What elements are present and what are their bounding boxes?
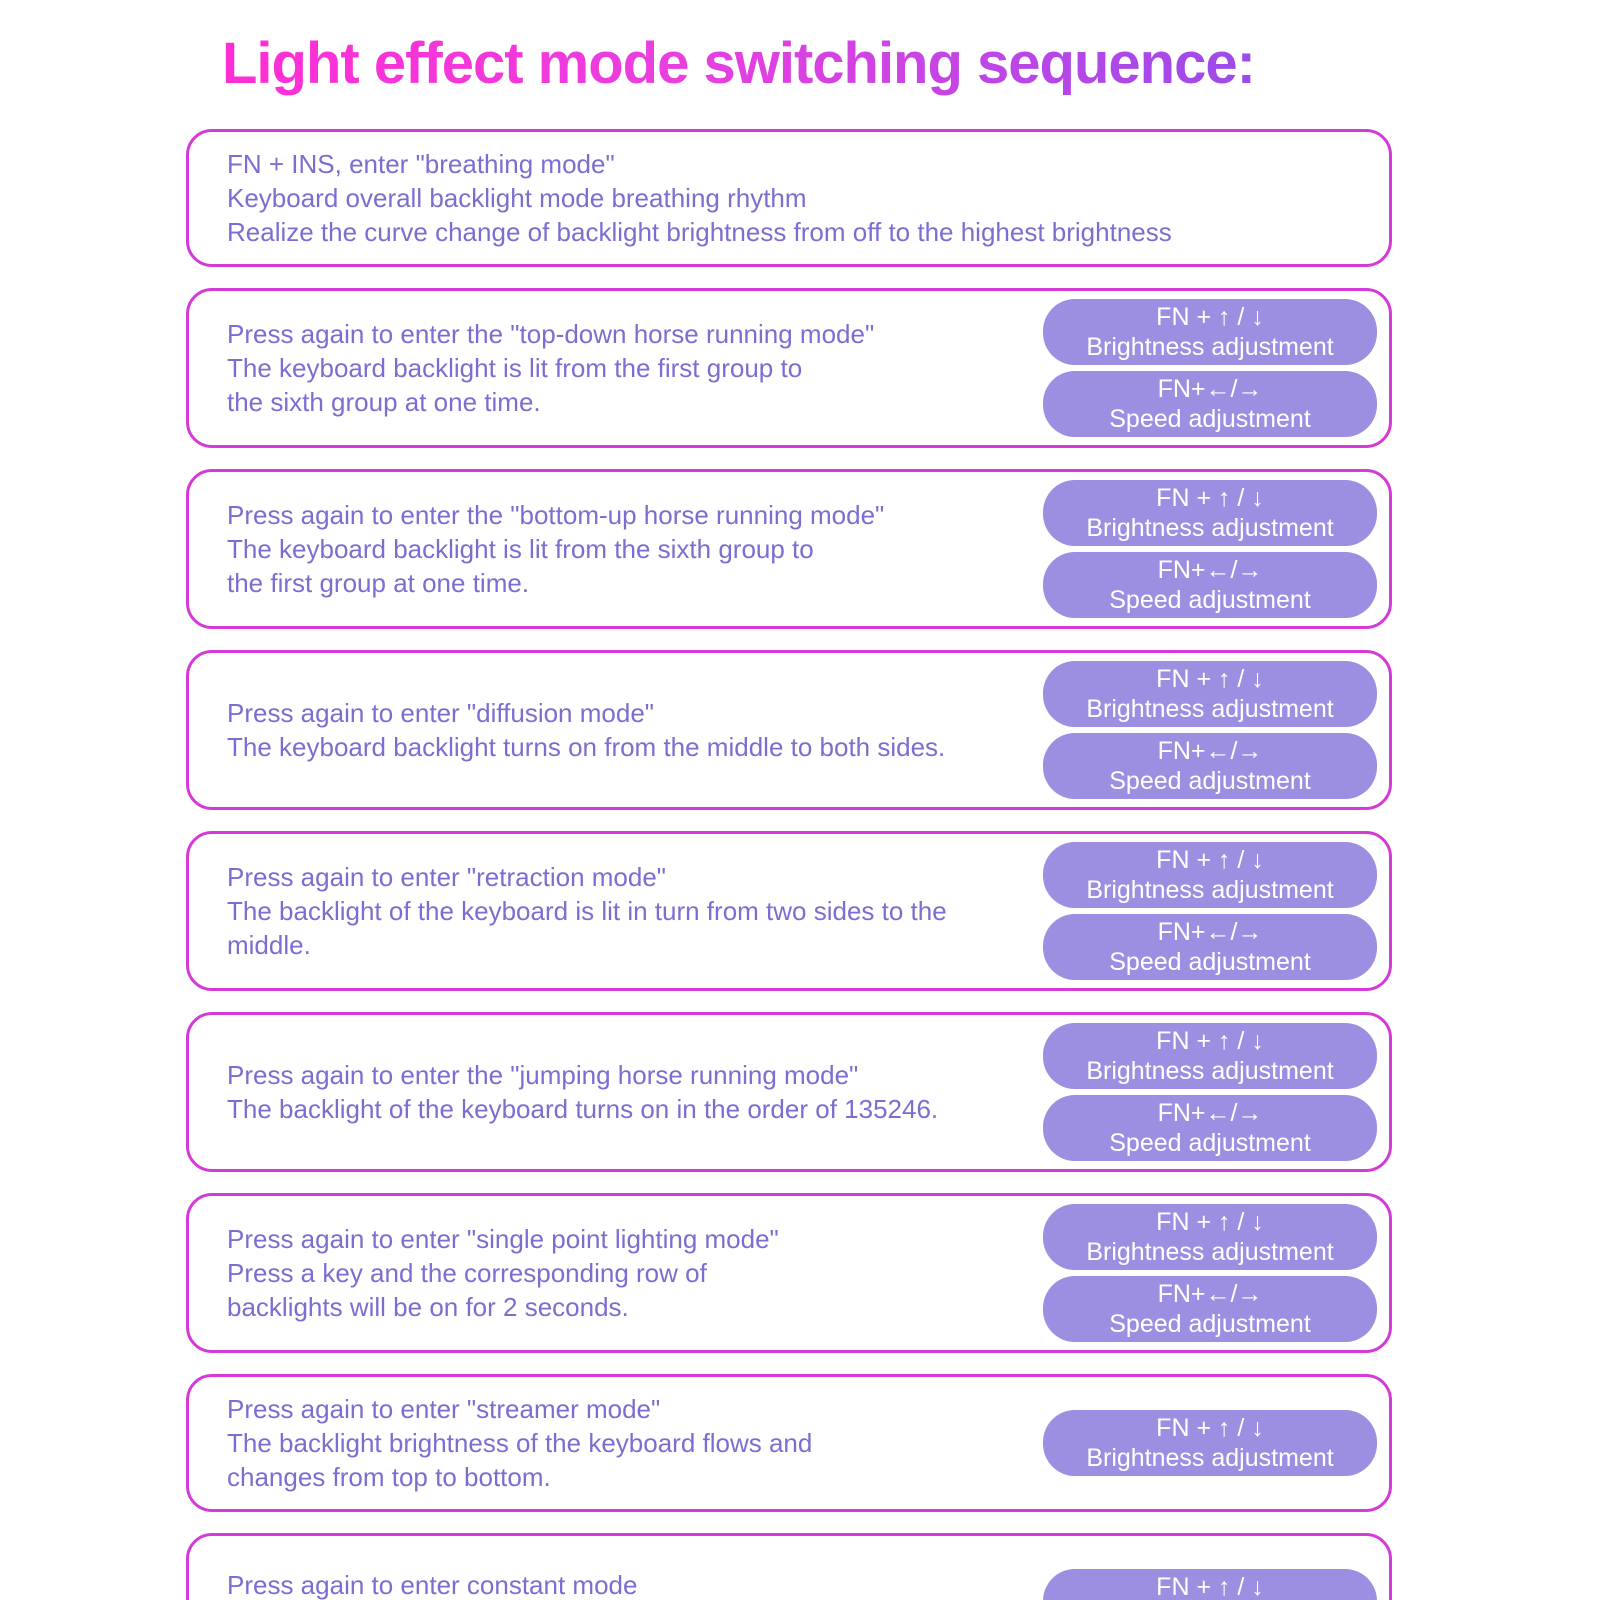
badge-column: FN + ↑ / ↓ Brightness adjustment FN+←/→ …	[1043, 661, 1377, 799]
mode-text-line: FN + INS, enter "breathing mode"	[227, 149, 615, 179]
mode-text-line: The keyboard backlight turns on from the…	[227, 732, 946, 762]
brightness-adjustment-badge: FN + ↑ / ↓ Brightness adjustment	[1043, 661, 1377, 727]
badge-column: FN + ↑ / ↓ Brightness adjustment FN+←/→ …	[1043, 842, 1377, 980]
mode-box-streamer: Press again to enter "streamer mode" The…	[186, 1374, 1392, 1512]
mode-description: Press again to enter the "jumping horse …	[227, 1058, 958, 1126]
mode-text-line: changes from top to bottom.	[227, 1462, 551, 1492]
badge-label: Speed adjustment	[1109, 948, 1311, 976]
speed-adjustment-badge: FN+←/→ Speed adjustment	[1043, 1276, 1377, 1342]
badge-keys: FN+←/→	[1157, 737, 1263, 765]
badge-keys: FN+←/→	[1157, 1099, 1263, 1127]
brightness-adjustment-badge: FN + ↑ / ↓ Brightness adjustment	[1043, 299, 1377, 365]
badge-keys: FN + ↑ / ↓	[1156, 665, 1264, 693]
badge-label: Speed adjustment	[1109, 1310, 1311, 1338]
mode-text-line: Press again to enter the "top-down horse…	[227, 319, 875, 349]
mode-box-breathing: FN + INS, enter "breathing mode" Keyboar…	[186, 129, 1392, 267]
mode-text-line: Press a key and the corresponding row of	[227, 1258, 707, 1288]
mode-box-top-down-horse-running: Press again to enter the "top-down horse…	[186, 288, 1392, 448]
mode-description: Press again to enter "retraction mode" T…	[227, 860, 1043, 962]
brightness-adjustment-badge: FN + ↑ / ↓ Brightness adjustment	[1043, 1569, 1377, 1600]
mode-text-line: The keyboard backlight is lit from the s…	[227, 534, 814, 564]
badge-keys: FN+←/→	[1157, 918, 1263, 946]
badge-column: FN + ↑ / ↓ Brightness adjustment FN+←/→ …	[1043, 1204, 1377, 1342]
badge-label: Speed adjustment	[1109, 1129, 1311, 1157]
mode-box-diffusion: Press again to enter "diffusion mode" Th…	[186, 650, 1392, 810]
mode-description: Press again to enter constant mode Keybo…	[227, 1568, 657, 1600]
badge-column: FN + ↑ / ↓ Brightness adjustment	[1043, 1569, 1377, 1600]
badge-keys: FN + ↑ / ↓	[1156, 1414, 1264, 1442]
badge-label: Brightness adjustment	[1086, 1238, 1334, 1266]
badge-label: Brightness adjustment	[1086, 876, 1334, 904]
mode-description: FN + INS, enter "breathing mode" Keyboar…	[227, 147, 1192, 249]
mode-text-line: The backlight of the keyboard turns on i…	[227, 1094, 939, 1124]
mode-text-line: Press again to enter "streamer mode"	[227, 1394, 661, 1424]
mode-text-line: the sixth group at one time.	[227, 387, 541, 417]
badge-keys: FN + ↑ / ↓	[1156, 1208, 1264, 1236]
mode-text-line: Press again to enter "retraction mode"	[227, 862, 667, 892]
mode-box-jumping-horse-running: Press again to enter the "jumping horse …	[186, 1012, 1392, 1172]
mode-box-bottom-up-horse-running: Press again to enter the "bottom-up hors…	[186, 469, 1392, 629]
mode-text-line: backlights will be on for 2 seconds.	[227, 1292, 629, 1322]
badge-column: FN + ↑ / ↓ Brightness adjustment	[1043, 1410, 1377, 1476]
badge-keys: FN + ↑ / ↓	[1156, 303, 1264, 331]
brightness-adjustment-badge: FN + ↑ / ↓ Brightness adjustment	[1043, 480, 1377, 546]
mode-description: Press again to enter "single point light…	[227, 1222, 799, 1324]
mode-text-line: Press again to enter "single point light…	[227, 1224, 779, 1254]
badge-keys: FN + ↑ / ↓	[1156, 484, 1264, 512]
mode-text-line: the first group at one time.	[227, 568, 530, 598]
badge-keys: FN+←/→	[1157, 375, 1263, 403]
badge-label: Brightness adjustment	[1086, 1057, 1334, 1085]
mode-text-line: Press again to enter constant mode	[227, 1570, 638, 1600]
badge-label: Speed adjustment	[1109, 405, 1311, 433]
speed-adjustment-badge: FN+←/→ Speed adjustment	[1043, 371, 1377, 437]
brightness-adjustment-badge: FN + ↑ / ↓ Brightness adjustment	[1043, 842, 1377, 908]
brightness-adjustment-badge: FN + ↑ / ↓ Brightness adjustment	[1043, 1410, 1377, 1476]
mode-box-constant: Press again to enter constant mode Keybo…	[186, 1533, 1392, 1600]
mode-box-single-point-lighting: Press again to enter "single point light…	[186, 1193, 1392, 1353]
badge-column: FN + ↑ / ↓ Brightness adjustment FN+←/→ …	[1043, 1023, 1377, 1161]
badge-label: Brightness adjustment	[1086, 333, 1334, 361]
badge-label: Speed adjustment	[1109, 586, 1311, 614]
mode-description: Press again to enter "streamer mode" The…	[227, 1392, 832, 1494]
badge-label: Speed adjustment	[1109, 767, 1311, 795]
speed-adjustment-badge: FN+←/→ Speed adjustment	[1043, 552, 1377, 618]
badge-column: FN + ↑ / ↓ Brightness adjustment FN+←/→ …	[1043, 480, 1377, 618]
badge-label: Brightness adjustment	[1086, 1444, 1334, 1472]
mode-description: Press again to enter "diffusion mode" Th…	[227, 696, 965, 764]
badge-column: FN + ↑ / ↓ Brightness adjustment FN+←/→ …	[1043, 299, 1377, 437]
badge-keys: FN + ↑ / ↓	[1156, 1027, 1264, 1055]
badge-label: Brightness adjustment	[1086, 514, 1334, 542]
mode-box-retraction: Press again to enter "retraction mode" T…	[186, 831, 1392, 991]
badge-keys: FN+←/→	[1157, 556, 1263, 584]
brightness-adjustment-badge: FN + ↑ / ↓ Brightness adjustment	[1043, 1204, 1377, 1270]
badge-label: Brightness adjustment	[1086, 695, 1334, 723]
mode-text-line: Keyboard overall backlight mode breathin…	[227, 183, 807, 213]
badge-keys: FN+←/→	[1157, 1280, 1263, 1308]
speed-adjustment-badge: FN+←/→ Speed adjustment	[1043, 1095, 1377, 1161]
mode-text-line: The backlight brightness of the keyboard…	[227, 1428, 813, 1458]
mode-description: Press again to enter the "bottom-up hors…	[227, 498, 904, 600]
page-title: Light effect mode switching sequence:	[222, 31, 1256, 96]
mode-text-line: Realize the curve change of backlight br…	[227, 217, 1172, 247]
mode-text-line: The backlight of the keyboard is lit in …	[227, 896, 947, 960]
speed-adjustment-badge: FN+←/→ Speed adjustment	[1043, 733, 1377, 799]
speed-adjustment-badge: FN+←/→ Speed adjustment	[1043, 914, 1377, 980]
mode-text-line: Press again to enter "diffusion mode"	[227, 698, 655, 728]
mode-text-line: Press again to enter the "jumping horse …	[227, 1060, 859, 1090]
mode-text-line: Press again to enter the "bottom-up hors…	[227, 500, 885, 530]
mode-description: Press again to enter the "top-down horse…	[227, 317, 894, 419]
badge-keys: FN + ↑ / ↓	[1156, 846, 1264, 874]
mode-text-line: The keyboard backlight is lit from the f…	[227, 353, 803, 383]
brightness-adjustment-badge: FN + ↑ / ↓ Brightness adjustment	[1043, 1023, 1377, 1089]
badge-keys: FN + ↑ / ↓	[1156, 1573, 1264, 1600]
